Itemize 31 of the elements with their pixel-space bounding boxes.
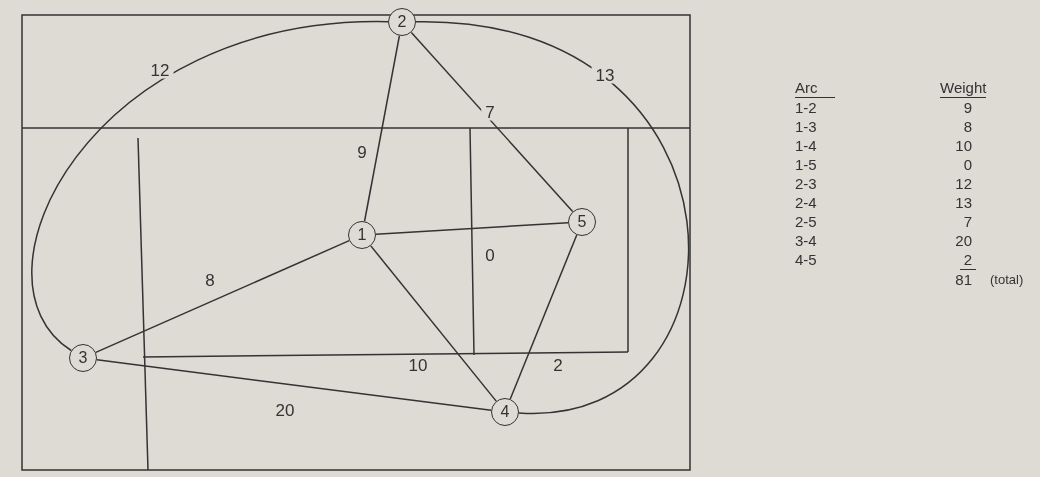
column-header: Arc	[795, 78, 835, 98]
arc-cell-text: 1-5	[795, 155, 818, 174]
edge-line	[415, 21, 688, 414]
weight-cell-text: 12	[954, 174, 973, 193]
arc-cell-text: 4-5	[795, 250, 818, 270]
arc-cell-text: 2-4	[795, 193, 818, 212]
arc-cell-text: 1-3	[795, 117, 818, 136]
weight-cell-text: 20	[954, 231, 973, 250]
arc-cell-text: 1-4	[795, 136, 818, 155]
total-note: (total)	[990, 271, 1024, 289]
arc-cell-text: 2-5	[795, 212, 818, 231]
weight-cell-text: 7	[962, 212, 973, 231]
weight-cell-text: 9	[962, 98, 973, 117]
arc-cell-text: 1-2	[795, 98, 818, 117]
arc-cell-text: 3-4	[795, 231, 818, 250]
edge-line	[31, 20, 389, 352]
weight-cell-text: 0	[962, 155, 973, 174]
weight-cell-text: 8	[962, 117, 973, 136]
edge-line	[375, 222, 569, 235]
weight-cell-text: 13	[954, 193, 973, 212]
arc-cell-text: 2-3	[795, 174, 818, 193]
weight-cell-text: 10	[954, 136, 973, 155]
edge-line	[370, 245, 497, 402]
edge-line	[410, 31, 574, 213]
edge-line	[95, 239, 350, 354]
edge-line	[96, 359, 492, 411]
edge-line	[509, 234, 578, 400]
column-header: Weight	[940, 78, 987, 98]
total-cell-text: 81	[954, 270, 973, 289]
weight-cell: 2	[959, 250, 976, 270]
edge-line	[363, 35, 401, 222]
